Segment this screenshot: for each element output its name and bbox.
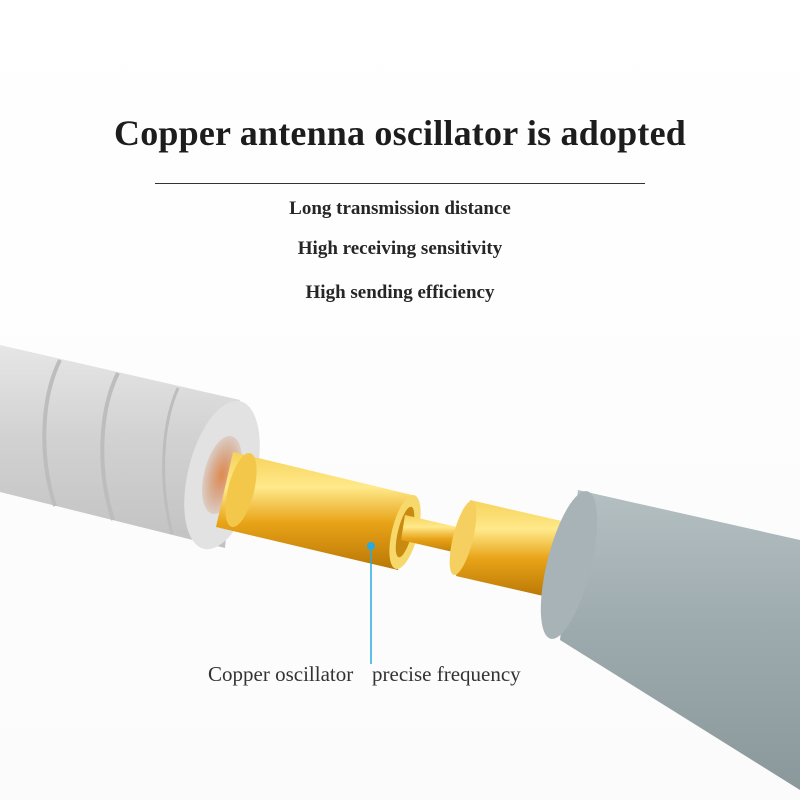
copper-oscillator: [216, 452, 566, 598]
callout-pointer: [367, 542, 375, 664]
silver-sleeve: [0, 345, 260, 550]
feature-item: High sending efficiency: [305, 282, 495, 303]
feature-item: Long transmission distance: [289, 198, 511, 219]
feature-list: Long transmission distance High receivin…: [0, 197, 800, 303]
caption-precise-frequency: precise frequency: [372, 662, 521, 686]
page-title: Copper antenna oscillator is adopted: [114, 113, 686, 153]
caption-copper-oscillator: Copper oscillator: [208, 662, 354, 686]
gray-tube: [540, 490, 800, 790]
title-divider: [155, 183, 645, 184]
feature-item: High receiving sensitivity: [297, 238, 503, 259]
